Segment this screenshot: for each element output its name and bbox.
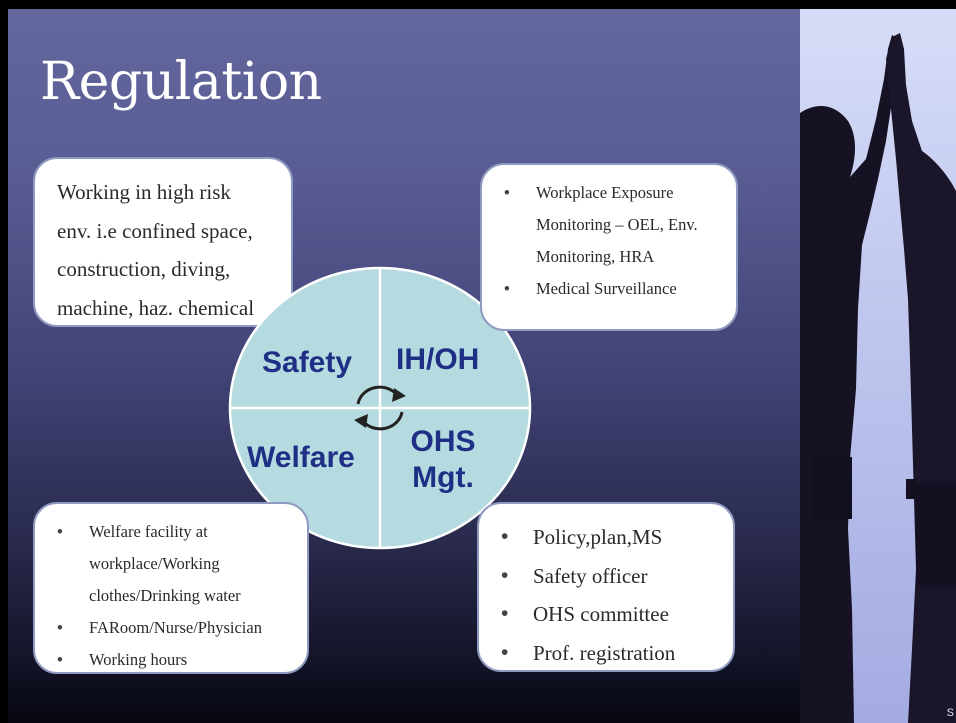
- welfare-description-box: Welfare facility at workplace/Working cl…: [33, 502, 309, 676]
- ohs-mgt-bullet: Prof. registration: [497, 634, 721, 673]
- ih-oh-bullet: Medical Surveillance: [500, 273, 722, 305]
- ih-oh-bullet: Workplace Exposure Monitoring – OEL, Env…: [500, 177, 722, 273]
- wheel-label-ohs-mgt: OHS Mgt.: [398, 424, 488, 496]
- ohs-mgt-bullet: OHS committee: [497, 595, 721, 634]
- safety-text-line: Working in high risk: [57, 180, 231, 204]
- safety-text-line: env. i.e confined space,: [57, 218, 253, 243]
- slide-title: Regulation: [40, 52, 322, 112]
- safety-text-line: machine, haz. chemical: [57, 295, 255, 320]
- welfare-bullet: Working hours: [53, 644, 295, 676]
- regulation-wheel: [228, 266, 532, 550]
- welfare-bullet: FARoom/Nurse/Physician: [53, 612, 295, 644]
- silhouette-photo: [800, 9, 956, 723]
- wheel-label-ih-oh: IH/OH: [396, 343, 480, 376]
- welfare-bullet: Welfare facility at workplace/Working cl…: [53, 516, 295, 612]
- ohs-mgt-description-box: Policy,plan,MS Safety officer OHS commit…: [477, 502, 735, 672]
- welfare-bullet-list: Welfare facility at workplace/Working cl…: [53, 516, 295, 676]
- ohs-mgt-bullet-list: Policy,plan,MS Safety officer OHS commit…: [497, 518, 721, 672]
- wheel-label-ohs-line: OHS: [410, 425, 476, 458]
- wheel-label-safety: Safety: [262, 346, 353, 379]
- silhouette-high-five-icon: [800, 9, 956, 723]
- ohs-mgt-bullet: Policy,plan,MS: [497, 518, 721, 557]
- safety-description-box: Working in high risk env. i.e confined s…: [33, 157, 293, 327]
- safety-text-line: construction, diving,: [57, 257, 231, 281]
- wheel-label-welfare: Welfare: [247, 441, 355, 474]
- wheel-label-mgt-line: Mgt.: [412, 461, 474, 494]
- ih-oh-bullet-list: Workplace Exposure Monitoring – OEL, Env…: [500, 177, 722, 305]
- corner-label: S: [946, 707, 954, 719]
- ohs-mgt-bullet: Safety officer: [497, 557, 721, 596]
- ih-oh-description-box: Workplace Exposure Monitoring – OEL, Env…: [480, 163, 738, 331]
